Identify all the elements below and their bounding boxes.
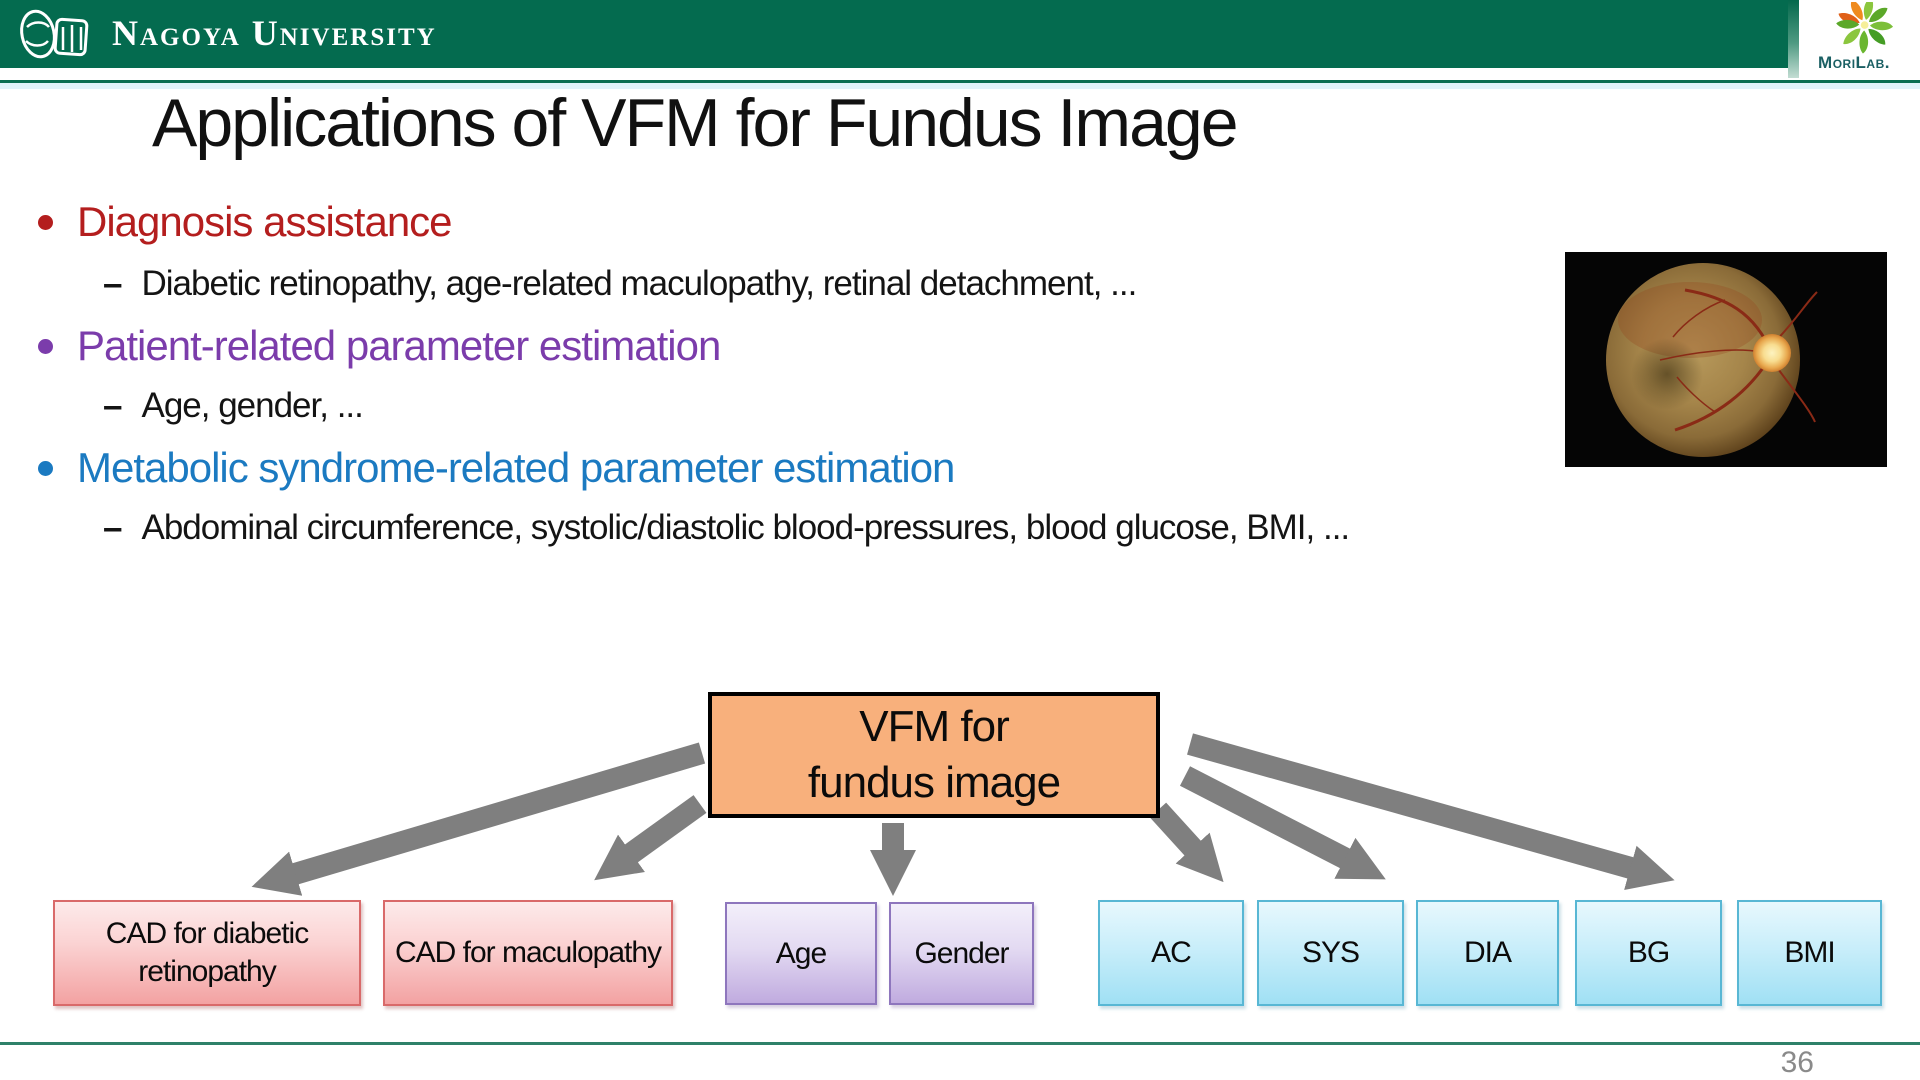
dash-marker: – (103, 386, 122, 425)
node-ac: AC (1098, 900, 1244, 1006)
node-label: DIA (1463, 936, 1512, 969)
vfm-root-node: VFM for fundus image (708, 692, 1160, 818)
sub-bullet-text: Abdominal circumference, systolic/diasto… (141, 508, 1350, 547)
header-bar: Nagoya University (0, 0, 1920, 68)
node-label: SYS (1301, 936, 1360, 969)
node-sys: SYS (1257, 900, 1404, 1006)
logo-gradient-stripe (1788, 0, 1799, 78)
node-label: CAD for maculopathy (394, 936, 662, 969)
sub-bullet-text: Diabetic retinopathy, age-related maculo… (141, 264, 1137, 303)
arrow-to-cad-maculopathy (594, 795, 707, 881)
bullet-metabolic: Metabolic syndrome-related parameter est… (38, 444, 955, 492)
morilab-logo: MoriLab. (1788, 0, 1920, 80)
page-title: Applications of VFM for Fundus Image (152, 85, 1239, 161)
sub-bullet-metabolic: – Abdominal circumference, systolic/dias… (103, 508, 1350, 548)
node-label: CAD for diabetic retinopathy (105, 917, 309, 988)
bullet-label: Metabolic syndrome-related parameter est… (77, 444, 955, 491)
dash-marker: – (103, 508, 122, 547)
footer-divider (0, 1042, 1920, 1045)
sub-bullet-patient: – Age, gender, ... (103, 386, 364, 426)
node-bg: BG (1575, 900, 1722, 1006)
header-divider (0, 80, 1920, 83)
node-label: AC (1151, 936, 1192, 969)
bullet-dot (38, 338, 53, 354)
morilab-flower-icon (1836, 2, 1894, 54)
node-dia: DIA (1416, 900, 1559, 1006)
university-name: Nagoya University (112, 13, 437, 53)
arrow-to-bg (1187, 733, 1675, 890)
fundus-image (1565, 252, 1887, 467)
node-cad-diabetic-retinopathy: CAD for diabetic retinopathy (53, 900, 361, 1006)
node-label: Gender (914, 936, 1009, 970)
node-label: BG (1627, 936, 1670, 969)
vfm-root-line2: fundus image (807, 758, 1061, 807)
vfm-root-line1: VFM for (859, 702, 1009, 751)
lab-name: MoriLab. (1818, 53, 1890, 72)
nagoya-university-logo-icon (20, 9, 89, 59)
node-cad-maculopathy: CAD for maculopathy (383, 900, 673, 1006)
node-label: BMI (1784, 936, 1835, 969)
bullet-patient: Patient-related parameter estimation (38, 322, 721, 370)
bullet-dot (38, 460, 53, 476)
node-label: Age (775, 936, 827, 970)
sub-bullet-text: Age, gender, ... (141, 386, 363, 425)
arrow-to-sys (1179, 766, 1386, 880)
header-divider-glow (0, 83, 1920, 89)
node-bmi: BMI (1737, 900, 1882, 1006)
bullet-diagnosis: Diagnosis assistance (38, 198, 453, 246)
arrow-to-ac (1149, 802, 1224, 883)
bullet-label: Patient-related parameter estimation (77, 322, 721, 369)
sub-bullet-diagnosis: – Diabetic retinopathy, age-related macu… (103, 264, 1137, 304)
bullet-label: Diagnosis assistance (77, 198, 453, 245)
dash-marker: – (103, 264, 122, 303)
page-number: 36 (1780, 1046, 1814, 1079)
node-gender: Gender (889, 902, 1034, 1005)
arrow-to-cad-retinopathy (251, 742, 706, 896)
node-age: Age (725, 902, 877, 1005)
bullet-dot (38, 214, 53, 230)
